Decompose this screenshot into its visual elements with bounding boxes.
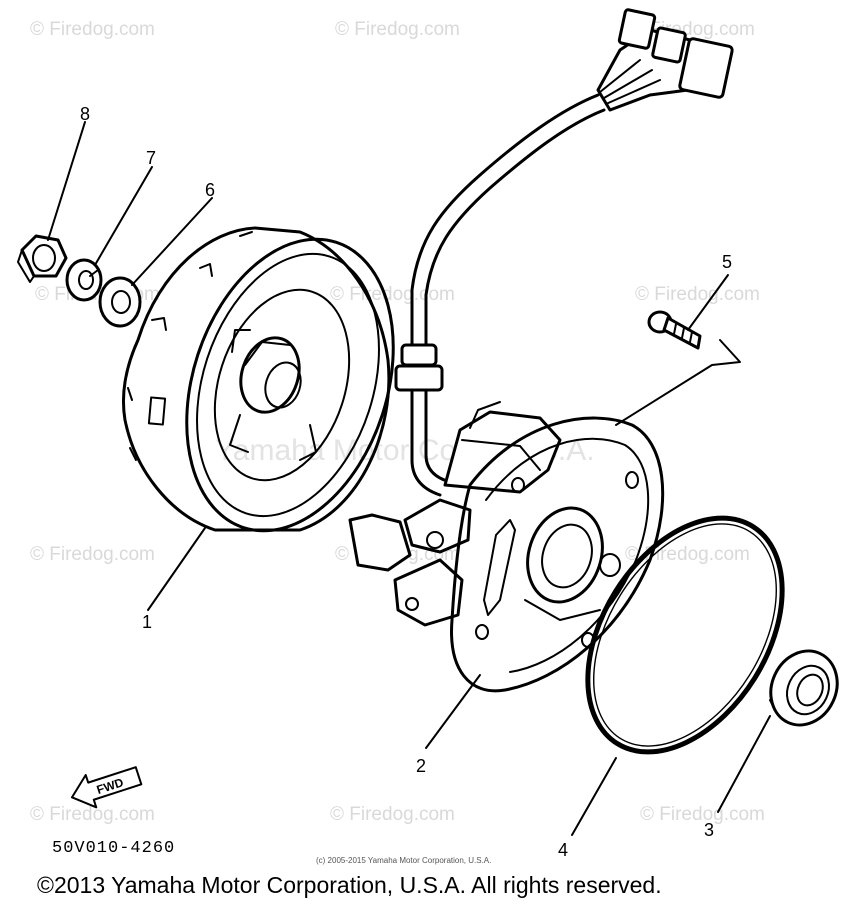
wiring-harness	[394, 8, 734, 497]
part-4-o-ring	[585, 515, 785, 755]
watermark-text: © Firedog.com	[30, 19, 155, 40]
copyright-notice: ©2013 Yamaha Motor Corporation, U.S.A. A…	[37, 872, 662, 898]
callout-numbers: 1 2 3 4 5 6 7 8	[80, 104, 732, 860]
watermark-text: © Firedog.com	[330, 284, 455, 305]
leader-lines	[47, 121, 771, 836]
watermark-text: © Firedog.com	[635, 284, 760, 305]
part-6-washer	[98, 276, 142, 328]
watermark-text: © Firedog.com	[30, 544, 155, 565]
watermark-text: © Firedog.com	[640, 804, 765, 825]
watermark-text: © Firedog.com	[625, 544, 750, 565]
part-code: 50V010-4260	[52, 839, 175, 858]
part-5-screw	[647, 310, 702, 350]
fwd-direction-marker: FWD	[70, 766, 143, 809]
watermark-text: © Firedog.com	[330, 804, 455, 825]
small-credit: (c) 2005-2015 Yamaha Motor Corporation, …	[316, 856, 491, 865]
watermark-layer: © Firedog.com © Firedog.com © Firedog.co…	[30, 19, 765, 825]
callout-1: 1	[142, 612, 152, 632]
callout-5: 5	[722, 252, 732, 272]
callout-7: 7	[146, 148, 156, 168]
part-2-stator-assembly	[348, 401, 665, 693]
callout-8: 8	[80, 104, 90, 124]
callout-2: 2	[416, 756, 426, 776]
watermark-text: © Firedog.com	[30, 804, 155, 825]
part-8-nut	[17, 234, 68, 283]
callout-3: 3	[704, 820, 714, 840]
part-3-oil-seal	[769, 649, 839, 727]
callout-4: 4	[558, 840, 568, 860]
part-7-lock-washer	[65, 258, 103, 302]
callout-6: 6	[205, 180, 215, 200]
watermark-text: © Firedog.com	[335, 19, 460, 40]
part-1-rotor-flywheel	[121, 226, 395, 533]
